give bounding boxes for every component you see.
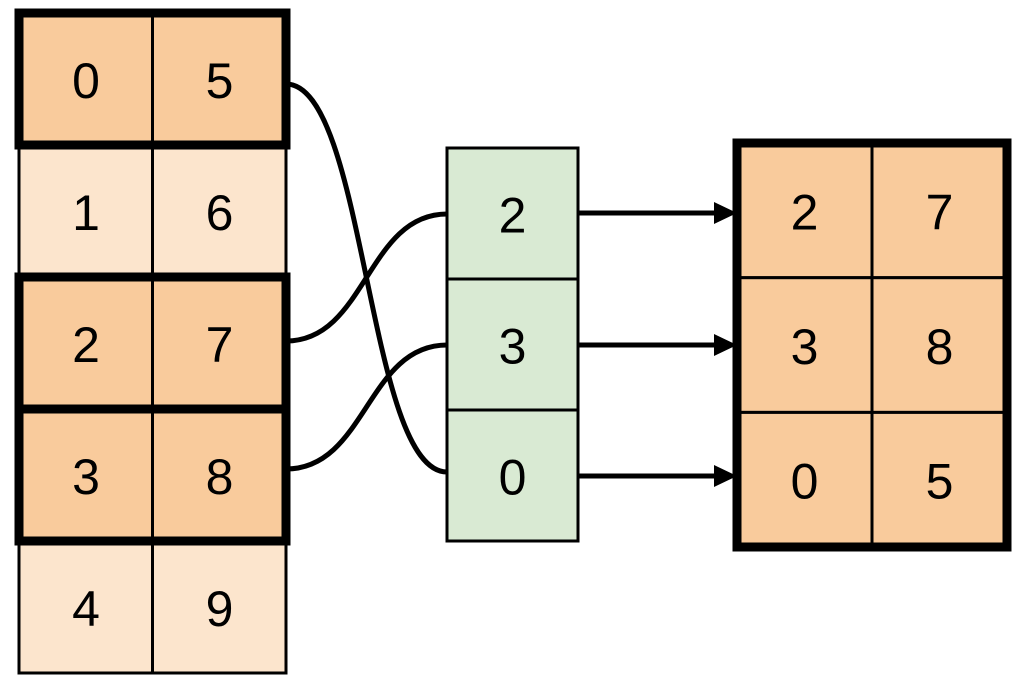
source-cell-value: 4: [72, 581, 100, 637]
index-column: [445, 146, 580, 543]
index-to-result-arrows: [578, 202, 737, 487]
highlight-border-row-0: [14, 8, 291, 150]
result-cell-r1c0: [735, 276, 874, 414]
result-table: [732, 138, 1012, 552]
result-cell-value: 7: [926, 185, 954, 241]
arrow-head-2: [714, 465, 737, 487]
index-cell-value: 2: [499, 188, 527, 244]
result-cell-r1c1: [870, 276, 1009, 414]
source-cell-r4c1: [151, 539, 288, 675]
result-cell-value: 5: [926, 454, 954, 510]
curve-source-row3-to-index-3: [285, 342, 448, 472]
arrow-head-1: [714, 334, 737, 356]
index-column-values: 2 3 0: [499, 188, 527, 506]
arrow-head-0: [714, 202, 737, 224]
source-cell-r4c0: [17, 539, 154, 675]
source-cell-value: 0: [72, 53, 100, 109]
result-cell-value: 2: [791, 185, 819, 241]
source-cell-value: 6: [206, 185, 234, 241]
result-cell-value: 3: [791, 319, 819, 375]
source-table-values: 0 5 1 6 2 7 3 8 4 9: [72, 53, 233, 637]
source-cell-value: 3: [72, 449, 100, 505]
source-cell-value: 5: [206, 53, 234, 109]
source-cell-r1c1: [151, 143, 288, 279]
source-cell-r3c1: [151, 407, 288, 543]
result-cell-value: 8: [926, 319, 954, 375]
source-cell-value: 9: [206, 581, 234, 637]
source-table: [14, 8, 291, 675]
source-cell-value: 7: [206, 317, 234, 373]
index-cell-value: 0: [499, 450, 527, 506]
result-table-border: [732, 138, 1012, 552]
source-to-index-connectors: [285, 81, 448, 475]
source-cell-value: 2: [72, 317, 100, 373]
highlight-border-row-3: [14, 404, 291, 546]
source-cell-value: 8: [206, 449, 234, 505]
index-cell-2: [445, 408, 580, 543]
result-table-values: 2 7 3 8 0 5: [791, 185, 954, 510]
curve-source-row2-to-index-2: [285, 211, 448, 344]
source-cell-value: 1: [72, 185, 100, 241]
source-cell-r0c1: [151, 11, 288, 147]
result-cell-value: 0: [791, 454, 819, 510]
result-cell-r2c1: [870, 410, 1009, 549]
source-cell-r2c1: [151, 275, 288, 411]
index-cell-0: [445, 146, 580, 281]
result-cell-r0c1: [870, 141, 1009, 280]
index-cell-value: 3: [499, 319, 527, 375]
source-cell-r0c0: [17, 11, 154, 147]
